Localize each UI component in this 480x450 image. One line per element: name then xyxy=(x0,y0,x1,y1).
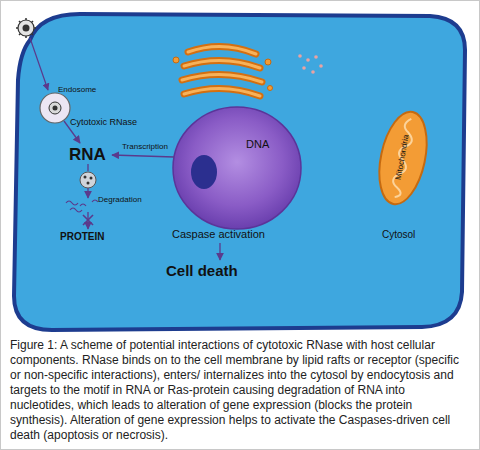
nucleus-envelope xyxy=(173,107,301,229)
mitochondrion-shape xyxy=(372,107,435,208)
virus-core xyxy=(23,25,30,32)
internalized-rnase-core xyxy=(53,106,58,111)
virus-spike xyxy=(19,21,33,35)
internalized-rnase xyxy=(49,102,61,114)
dna-label: DNA xyxy=(246,138,269,150)
cell-membrane: Cytosol EndosomeDNA Mitochondria xyxy=(0,0,480,335)
rnase-label: Cytotoxic RNase xyxy=(70,118,137,128)
virus-spike xyxy=(19,21,33,35)
nucleus: DNA xyxy=(172,106,302,230)
cytosol-label: Cytosol xyxy=(382,229,415,240)
outcome-label: Cell death xyxy=(166,263,238,280)
process-label: Transcription xyxy=(122,143,168,152)
molecule-label: PROTEIN xyxy=(60,231,104,242)
virus-spike xyxy=(25,18,27,38)
process-label: Caspase activation xyxy=(172,228,265,240)
nucleus-outline xyxy=(172,106,302,230)
endosome-label: Endosome xyxy=(58,86,96,95)
mitochondrion-outer xyxy=(372,107,435,208)
nucleolus xyxy=(191,155,217,189)
process-label: Degradation xyxy=(98,196,142,205)
mitochondrion-cristae xyxy=(390,118,416,198)
mitochondrion: Mitochondria xyxy=(372,108,434,208)
figure-caption: Figure 1: A scheme of potential interact… xyxy=(10,338,472,443)
endosome-membrane xyxy=(40,93,70,123)
virus-spike xyxy=(16,27,36,29)
molecule-label: RNA xyxy=(69,146,106,165)
cell-body xyxy=(14,14,465,330)
